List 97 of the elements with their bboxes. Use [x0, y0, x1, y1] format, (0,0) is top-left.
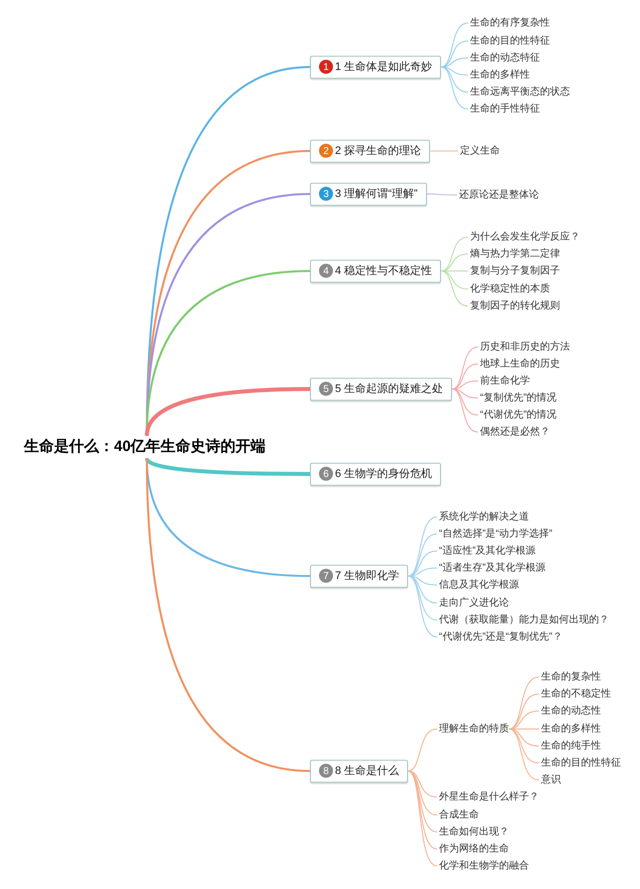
subtopic-label: 代谢（获取能量）能力是如何出现的？	[437, 614, 609, 626]
branch-line	[408, 516, 438, 576]
topic-label: 5 生命起源的疑难之处	[335, 382, 444, 397]
topic-box	[310, 56, 442, 78]
subtopic-label: 化学稳定性的本质	[468, 282, 550, 296]
subtopic-label: 生命的纯手性	[539, 740, 601, 752]
branch-line	[408, 728, 438, 772]
branch-line	[145, 457, 310, 476]
subtopic-label: 生命的复杂性	[539, 670, 601, 684]
subtopic-label: “适者生存”及其化学根源	[437, 562, 546, 574]
subtopic-label: “自然选择”是“动力学选择”	[437, 528, 552, 540]
branch-line	[440, 40, 468, 68]
branch-line	[508, 728, 540, 764]
subtopic-label: 生命的多样性	[468, 68, 530, 82]
subtopic-label: 生命的手性特征	[468, 102, 540, 116]
branch-line	[508, 728, 540, 746]
branch-line	[440, 270, 468, 290]
subtopic-label: 生命远离平衡态的状态	[468, 86, 570, 98]
subtopic-label: 生命的不稳定性	[539, 688, 611, 700]
subtopic-label: 历史和非历史的方法	[478, 340, 570, 354]
branch-line	[440, 66, 468, 110]
branch-line	[440, 66, 468, 76]
branch-line	[430, 150, 458, 152]
subtopic-label: 地球上生命的历史	[478, 358, 560, 370]
subtopic-label: 作为网络的生命	[437, 842, 509, 856]
branch-line	[508, 728, 540, 780]
number-badge: 6	[319, 467, 333, 481]
subtopic-label: 合成生命	[437, 808, 479, 822]
topic-label: 1 生命体是如此奇妙	[335, 60, 432, 75]
subtopic-label: 熵与热力学第二定律	[468, 248, 560, 260]
topic-label: 6 生物学的身份危机	[335, 466, 432, 482]
branch-line	[452, 388, 478, 416]
branch-line	[426, 194, 458, 196]
subtopic-label: 复制与分子复制因子	[468, 264, 560, 278]
topic-label: 4 稳定性与不稳定性	[335, 264, 432, 279]
number-badge: 4	[319, 264, 333, 278]
topic-label: 8 生命是什么	[335, 764, 400, 779]
topic-label: 3 理解何谓“理解”	[335, 186, 418, 202]
subtopic-label: 还原论还是整体论	[457, 188, 539, 202]
subtopic-label: 定义生命	[458, 144, 500, 158]
subtopic-label: 偶然还是必然？	[478, 426, 550, 438]
branch-line	[408, 576, 438, 604]
branch-line	[508, 676, 540, 730]
topic-box	[310, 182, 426, 206]
topic-label: 2 探寻生命的理论	[335, 144, 422, 159]
subtopic-label: “代谢优先”的情况	[478, 408, 557, 422]
branch-line	[440, 254, 468, 272]
branch-line	[452, 346, 478, 390]
subtopic-label: 生命如何出现？	[437, 826, 509, 838]
subtopic-label: 化学和生物学的融合	[437, 860, 529, 872]
subtopic-label: 理解生命的特质	[437, 722, 509, 736]
branch-line	[508, 694, 540, 730]
topic-box	[310, 260, 442, 282]
subtopic-label: 系统化学的解决之道	[437, 510, 529, 524]
branch-line	[408, 770, 438, 832]
branch-line	[408, 550, 438, 576]
topic-box	[310, 760, 408, 782]
branch-line	[440, 236, 468, 272]
subtopic-label: 外星生命是什么样子？	[437, 790, 539, 804]
subtopic-label: 为什么会发生化学反应？	[468, 230, 580, 244]
subtopic-label: 生命的目的性特征	[468, 34, 550, 48]
branch-line	[508, 710, 540, 730]
number-badge: 3	[319, 187, 333, 201]
subtopic-label: 生命的有序复杂性	[468, 16, 550, 30]
branch-line	[452, 364, 478, 390]
subtopic-label: 生命的动态特征	[468, 52, 540, 64]
topic-box	[310, 378, 452, 400]
branch-line	[408, 770, 438, 866]
number-badge: 8	[319, 764, 333, 778]
subtopic-label: 走向广义进化论	[437, 596, 509, 610]
branch-line	[440, 270, 468, 306]
number-badge: 1	[319, 60, 333, 74]
branch-line	[144, 387, 310, 436]
branch-line	[408, 534, 438, 576]
subtopic-label: 前生命化学	[478, 374, 530, 388]
topic-box	[310, 462, 442, 486]
branch-line	[146, 458, 310, 772]
subtopic-label: 生命的多样性	[539, 722, 601, 736]
subtopic-label: 生命的动态性	[539, 704, 601, 718]
number-badge: 7	[319, 569, 333, 583]
subtopic-label: 复制因子的转化规则	[468, 300, 560, 312]
subtopic-label: “适应性”及其化学根源	[437, 544, 536, 558]
branch-line	[408, 576, 438, 638]
subtopic-label: “代谢优先”还是“复制优先”？	[437, 630, 562, 644]
number-badge: 5	[319, 382, 333, 396]
subtopic-label: 生命的目的性特征	[539, 756, 621, 770]
topic-box	[310, 564, 408, 588]
topic-label: 7 生物即化学	[335, 568, 400, 584]
topic-box	[310, 140, 430, 162]
subtopic-label: 意识	[539, 774, 561, 786]
central-topic: 生命是什么：40亿年生命史诗的开端	[24, 436, 266, 458]
subtopic-label: “复制优先”的情况	[478, 392, 557, 404]
branch-line	[452, 388, 478, 432]
number-badge: 2	[319, 144, 333, 158]
branch-line	[440, 66, 468, 92]
branch-line	[440, 22, 468, 68]
subtopic-label: 信息及其化学根源	[437, 578, 519, 592]
